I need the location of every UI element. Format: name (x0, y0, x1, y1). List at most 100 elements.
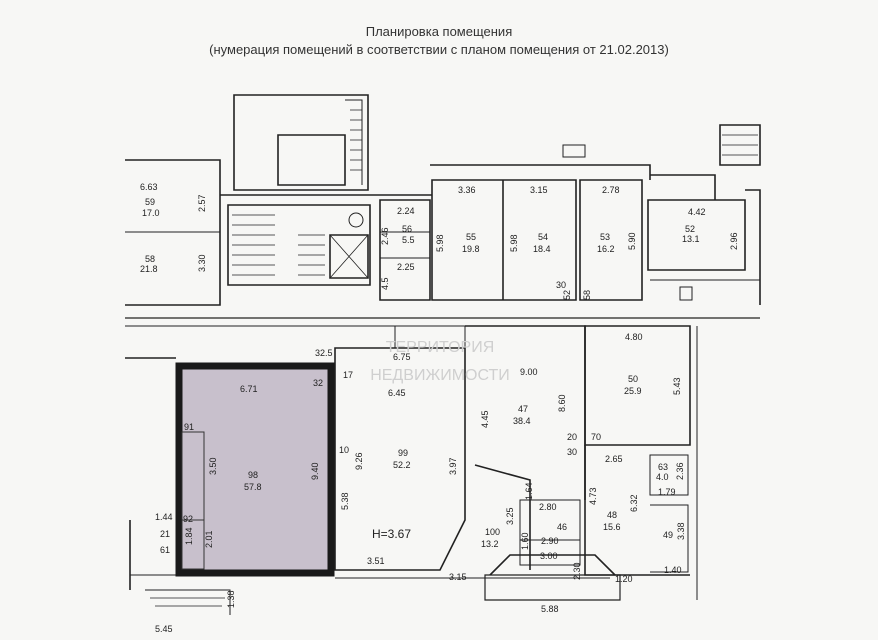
label: 2.25 (397, 262, 415, 272)
label: 91 (184, 422, 194, 432)
label: 1.38 (226, 590, 236, 608)
bay-window (489, 554, 616, 576)
label: 3.15 (449, 572, 467, 582)
label: 5.45 (155, 624, 173, 634)
label: 5.98 (435, 234, 445, 252)
label: 32.5 (315, 348, 333, 358)
label: 4.73 (588, 487, 598, 505)
label: 17 (343, 370, 353, 380)
label: 3.97 (448, 457, 458, 475)
label: 15.6 (603, 522, 621, 532)
label: 2.36 (675, 462, 685, 480)
label: 25.9 (624, 386, 642, 396)
room-63 (649, 454, 689, 496)
label: 52 (685, 224, 695, 234)
label: 38.4 (513, 416, 531, 426)
label: 3.51 (367, 556, 385, 566)
rooms-55-54 (431, 179, 577, 301)
room-50 (584, 325, 691, 446)
label: 6.75 (393, 352, 411, 362)
wc-block (379, 199, 431, 301)
label: 21 (160, 529, 170, 539)
label: 3.38 (676, 522, 686, 540)
label: 5.5 (402, 235, 415, 245)
label: 16.2 (597, 244, 615, 254)
label: 19.8 (462, 244, 480, 254)
label: 6.63 (140, 182, 158, 192)
label: 48 (607, 510, 617, 520)
elevator-shaft-top (277, 134, 346, 186)
label: 1.84 (184, 527, 194, 545)
label: 63 (658, 462, 668, 472)
label: 3.36 (458, 185, 476, 195)
label: 6.71 (240, 384, 258, 394)
plan-title: Планировка помещения (365, 24, 513, 39)
label: 3.00 (540, 551, 558, 561)
label: 2.90 (541, 536, 559, 546)
label: 3.15 (530, 185, 548, 195)
label: 3.25 (505, 507, 515, 525)
label: 58 (145, 254, 155, 264)
label: 1.64 (524, 482, 534, 500)
label: 57.8 (244, 482, 262, 492)
label: 8.60 (557, 394, 567, 412)
label: 59 (145, 197, 155, 207)
label: 21.8 (140, 264, 158, 274)
svg-text:НЕДВИЖИМОСТИ: НЕДВИЖИМОСТИ (370, 367, 510, 384)
label: 61 (160, 545, 170, 555)
label: 2.78 (602, 185, 620, 195)
label: 4.5 (380, 277, 390, 290)
label: 2.57 (197, 194, 207, 212)
label: 4.0 (656, 472, 669, 482)
label: 56 (402, 224, 412, 234)
plan-subtitle: (нумерация помещений в соответствии с пл… (209, 42, 669, 57)
label: 1.40 (664, 565, 682, 575)
room-49 (650, 504, 689, 573)
label: 70 (591, 432, 601, 442)
label: 13.2 (481, 539, 499, 549)
label: 5.98 (509, 234, 519, 252)
label: 55 (466, 232, 476, 242)
stair-hall (227, 204, 371, 286)
label: 18.4 (533, 244, 551, 254)
label: 10 (339, 445, 349, 455)
label: 98 (248, 470, 258, 480)
watermark: ТЕРРИТОРИЯ НЕДВИЖИМОСТИ (370, 339, 510, 384)
label: 20 (567, 432, 577, 442)
room-52 (647, 199, 746, 271)
label-height: H=3.67 (372, 527, 411, 541)
label: 46 (557, 522, 567, 532)
label: 4.80 (625, 332, 643, 342)
label: 52.2 (393, 460, 411, 470)
label: 4.45 (480, 410, 490, 428)
label: 92 (183, 514, 193, 524)
label: 2.01 (204, 530, 214, 548)
label: 6.32 (629, 494, 639, 512)
label: 1.60 (520, 532, 530, 550)
label: 2.24 (397, 206, 415, 216)
label: 5.88 (541, 604, 559, 614)
stair-right (719, 124, 761, 166)
label: 3.50 (208, 457, 218, 475)
label: 2.46 (380, 227, 390, 245)
label: 49 (663, 530, 673, 540)
label: 1.44 (155, 512, 173, 522)
label: 32 (313, 378, 323, 388)
label: 6.45 (388, 388, 406, 398)
label: 4.42 (688, 207, 706, 217)
label: 1.20 (615, 574, 633, 584)
label: 54 (538, 232, 548, 242)
label: 1.79 (658, 487, 676, 497)
label: 9.00 (520, 367, 538, 377)
label: 30 (556, 280, 566, 290)
label: 99 (398, 448, 408, 458)
label: 2.80 (539, 502, 557, 512)
label: 52 (562, 290, 572, 300)
room-53 (579, 179, 643, 301)
stair-block-top (233, 94, 369, 191)
label: 9.40 (310, 462, 320, 480)
label: 5.38 (340, 492, 350, 510)
svg-text:ТЕРРИТОРИЯ: ТЕРРИТОРИЯ (386, 339, 495, 356)
label: 2.65 (605, 454, 623, 464)
